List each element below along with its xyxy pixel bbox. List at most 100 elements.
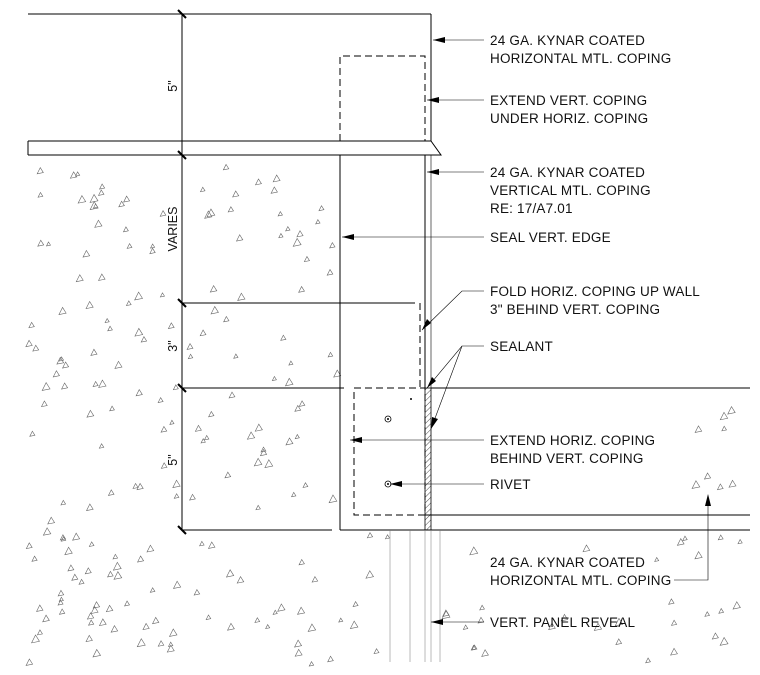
concrete-speckle: [366, 531, 374, 539]
svg-text:UNDER HORIZ. COPING: UNDER HORIZ. COPING: [490, 111, 648, 126]
concrete-speckle: [41, 382, 51, 391]
concrete-speckle: [384, 534, 391, 540]
concrete-speckle: [60, 499, 67, 506]
concrete-speckle: [86, 503, 94, 511]
concrete-speckle: [328, 494, 338, 504]
concrete-speckle: [205, 614, 212, 620]
concrete-speckle: [62, 361, 70, 369]
concrete-speckle: [140, 336, 148, 343]
concrete-speckle: [105, 604, 114, 613]
vert-panel-reveal-lines: [389, 530, 441, 662]
concrete-speckle: [92, 601, 101, 609]
concrete-speckle: [149, 247, 156, 255]
concrete-speckle: [67, 564, 75, 572]
concrete-speckle: [109, 405, 115, 412]
concrete-speckle: [654, 556, 660, 562]
concrete-speckle: [285, 437, 294, 446]
concrete-speckle: [691, 480, 701, 489]
concrete-speckle: [112, 553, 119, 560]
note-vertical-coping: 24 GA. KYNAR COATED VERTICAL MTL. COPING…: [490, 165, 651, 216]
concrete-speckle: [227, 622, 235, 631]
concrete-speckle: [236, 575, 245, 584]
concrete-speckle: [32, 344, 40, 352]
svg-text:24 GA. KYNAR COATED: 24 GA. KYNAR COATED: [490, 165, 645, 180]
concrete-speckle: [292, 237, 302, 247]
concrete-speckle: [704, 611, 710, 617]
concrete-speckle: [94, 219, 103, 228]
note-extend-vert-coping: EXTEND VERT. COPING UNDER HORIZ. COPING: [490, 93, 648, 126]
concrete-speckle: [193, 588, 201, 596]
concrete-speckle: [719, 636, 729, 646]
concrete-speckle: [326, 268, 334, 276]
concrete-speckle: [152, 616, 160, 625]
concrete-speckle: [99, 183, 106, 190]
concrete-speckle: [208, 410, 215, 418]
concrete-speckle: [136, 482, 144, 491]
concrete-speckle: [107, 570, 114, 578]
svg-text:BEHIND VERT. COPING: BEHIND VERT. COPING: [490, 451, 644, 466]
concrete-speckle: [284, 377, 294, 387]
concrete-speckle: [59, 534, 67, 541]
concrete-speckle: [718, 607, 725, 614]
concrete-speckle: [146, 544, 155, 553]
concrete-speckle: [187, 353, 194, 360]
concrete-speckle: [365, 570, 374, 579]
concrete-speckle: [52, 370, 60, 378]
concrete-speckle: [294, 433, 300, 440]
concrete-speckle: [272, 174, 281, 183]
concrete-speckle: [303, 255, 310, 263]
concrete-speckle: [92, 380, 99, 387]
concrete-speckle: [278, 232, 284, 239]
concrete-speckle: [200, 438, 206, 444]
concrete-speckle: [246, 431, 256, 440]
svg-text:RE: 17/A7.01: RE: 17/A7.01: [490, 201, 573, 216]
concrete-speckle: [167, 322, 175, 330]
concrete-speckle: [694, 425, 703, 433]
concrete-speckle: [58, 608, 66, 615]
note-horizontal-coping-top: 24 GA. KYNAR COATED HORIZONTAL MTL. COPI…: [490, 33, 671, 66]
concrete-speckle: [280, 334, 287, 341]
svg-text:RIVET: RIVET: [490, 477, 531, 492]
concrete-speckle: [104, 317, 110, 324]
concrete-speckle: [166, 644, 175, 653]
note-rivet: RIVET: [490, 477, 531, 492]
concrete-speckle: [25, 658, 34, 666]
concrete-speckle: [86, 409, 95, 418]
concrete-speckle: [135, 388, 143, 397]
concrete-speckle: [98, 618, 107, 627]
concrete-speckle: [160, 425, 168, 433]
concrete-speckle: [72, 532, 81, 541]
concrete-speckle: [47, 516, 56, 525]
concrete-speckle: [209, 284, 218, 293]
concrete-speckle: [112, 561, 122, 571]
concrete-speckle: [614, 617, 624, 627]
concrete-speckle: [85, 300, 94, 310]
concrete-speckle: [61, 382, 69, 390]
concrete-speckle: [373, 648, 380, 655]
concrete-speckle: [285, 225, 291, 232]
svg-text:24 GA. KYNAR COATED: 24 GA. KYNAR COATED: [490, 555, 645, 570]
concrete-speckle: [42, 527, 52, 536]
svg-text:VERTICAL MTL. COPING: VERTICAL MTL. COPING: [490, 183, 651, 198]
note-seal-vert-edge: SEAL VERT. EDGE: [490, 230, 611, 245]
concrete-speckle: [98, 379, 107, 388]
concrete-speckle: [270, 186, 278, 194]
concrete-speckle: [479, 604, 485, 611]
concrete-speckle: [89, 193, 99, 203]
concrete-speckle: [107, 325, 113, 332]
concrete-speckle: [727, 406, 736, 415]
concrete-speckle: [37, 239, 45, 247]
concrete-speckle: [125, 300, 132, 306]
svg-text:EXTEND HORIZ. COPING: EXTEND HORIZ. COPING: [490, 433, 655, 448]
concrete-speckle: [92, 648, 102, 658]
concrete-speckle: [173, 493, 180, 499]
dimension-line: [177, 9, 187, 535]
concrete-speckle: [318, 205, 325, 212]
concrete-speckle: [137, 555, 145, 563]
concrete-speckle: [134, 327, 144, 337]
hidden-horiz-coping-extension: [353, 387, 426, 516]
concrete-speckle: [77, 194, 87, 204]
concrete-speckle: [89, 201, 99, 211]
concrete-speckle: [582, 544, 591, 553]
concrete-speckle: [157, 640, 165, 647]
